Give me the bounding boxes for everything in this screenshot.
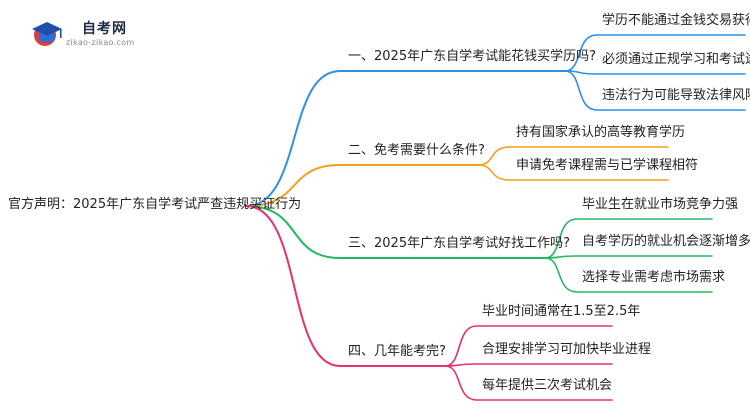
branch-4-leaf-1: 毕业时间通常在1.5至2.5年: [482, 304, 641, 319]
branch-2-leaf-2: 申请免考课程需与已学课程相符: [516, 158, 699, 173]
branch-1-leaf-2: 必须通过正规学习和考试途径: [602, 52, 750, 67]
branch-2-leaf-1-connector: [477, 146, 669, 166]
branch-2-leaf-1: 持有国家承认的高等教育学历: [516, 125, 686, 140]
logo-title: 自考网: [82, 21, 127, 37]
branch-2-leaf-2-connector: [477, 164, 669, 181]
branch-4-connector: [245, 205, 446, 367]
branch-3-connector: [245, 205, 546, 259]
branch-4-leaf-3-connector: [444, 365, 613, 401]
branch-4-label: 四、几年能考完?: [348, 344, 446, 359]
branch-1-leaf-1: 学历不能通过金钱交易获得: [602, 13, 750, 28]
branch-1-leaf-3: 违法行为可能导致法律风险: [602, 88, 750, 103]
graduation-cap-icon: [32, 22, 62, 46]
branch-2-connector: [245, 164, 479, 207]
root-topic: 官方声明：2025年广东自学考试严查违规买证行为: [8, 197, 302, 212]
branch-3-leaf-1: 毕业生在就业市场竞争力强: [582, 197, 739, 212]
branch-1-leaf-3-connector: [564, 70, 746, 111]
branch-4-leaf-3: 每年提供三次考试机会: [482, 378, 613, 393]
branch-4-leaf-1-connector: [444, 325, 613, 367]
branch-3-label: 三、2025年广东自学考试好找工作吗?: [348, 236, 570, 251]
branch-3-leaf-1-connector: [544, 218, 713, 259]
branch-1-connector: [245, 70, 566, 207]
branch-4-leaf-2: 合理安排学习可加快毕业进程: [482, 342, 652, 357]
branch-1-leaf-2-connector: [564, 70, 746, 75]
branch-1-label: 一、2025年广东自学考试能花钱买学历吗?: [348, 49, 596, 64]
branch-3-leaf-3: 选择专业需考虑市场需求: [582, 270, 726, 285]
branch-4-leaf-2-connector: [444, 363, 613, 367]
branch-3-leaf-2: 自考学历的就业机会逐渐增多: [582, 234, 750, 249]
branch-3-leaf-3-connector: [544, 257, 713, 293]
branch-3-leaf-2-connector: [544, 255, 713, 259]
site-logo[interactable]: 自考网 zikao-zikao.com: [30, 14, 150, 54]
branch-2-label: 二、免考需要什么条件?: [348, 143, 485, 158]
logo-url: zikao-zikao.com: [66, 38, 135, 47]
branch-1-leaf-1-connector: [564, 34, 746, 72]
